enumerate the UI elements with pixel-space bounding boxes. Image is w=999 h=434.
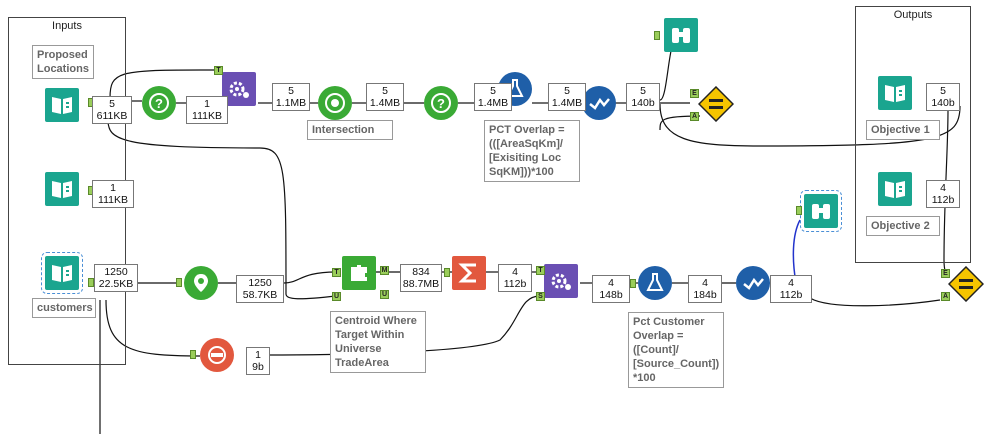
proposed-locations-note: Proposed Locations	[32, 45, 94, 79]
input-customers-tool[interactable]	[41, 252, 83, 294]
spatial-filter-tool-2[interactable]: ?	[424, 86, 458, 120]
objective1-note: Objective 1	[866, 120, 940, 140]
centroid-note: Centroid Where Target Within Universe Tr…	[330, 311, 426, 373]
sigma-icon	[458, 263, 476, 283]
anchor-t-spatial-info-2[interactable]: T	[536, 266, 545, 275]
spatial-info-tool-2[interactable]	[544, 264, 578, 298]
output-objective2-tool[interactable]	[878, 172, 912, 206]
book-icon	[885, 85, 905, 102]
output-objective1-tool[interactable]	[878, 76, 912, 110]
spatial-process-tool[interactable]	[318, 86, 352, 120]
create-points-tool[interactable]	[184, 266, 218, 300]
anchor-browse-bottom[interactable]	[796, 206, 802, 215]
select-tool-2[interactable]	[736, 266, 770, 300]
gear-icon	[229, 81, 249, 98]
binoculars-icon	[672, 28, 690, 43]
equals-icon	[948, 266, 984, 302]
anchor-summarize-in[interactable]	[444, 268, 450, 277]
formula-icon	[646, 273, 664, 291]
intersection-note: Intersection	[307, 120, 393, 140]
anchor-a-test-1[interactable]: A	[690, 112, 699, 121]
anchor-s-spatial-info-2[interactable]: S	[536, 292, 545, 301]
test-tool-2[interactable]	[948, 266, 984, 302]
inputs-container-title: Inputs	[52, 20, 82, 32]
question-icon: ?	[431, 93, 451, 113]
spatial-filter-tool-1[interactable]: ?	[142, 86, 176, 120]
book-icon	[52, 181, 72, 198]
input-existing-tool[interactable]	[45, 172, 79, 206]
anchor-m-spatial-match[interactable]: M	[380, 266, 389, 275]
book-icon	[52, 97, 72, 114]
anchor-u-spatial-match[interactable]: U	[332, 292, 341, 301]
svg-text:?: ?	[155, 96, 163, 111]
anchor-e-test-1[interactable]: E	[690, 89, 699, 98]
spatial-info-tool-1[interactable]	[222, 72, 256, 106]
spatial-match-icon	[325, 93, 345, 113]
spatial-match-tool[interactable]	[342, 256, 376, 290]
pin-icon	[194, 274, 208, 292]
binoculars-icon	[812, 204, 830, 219]
browse-tool-top[interactable]	[664, 18, 698, 52]
anchor-input-3[interactable]	[88, 278, 94, 287]
anchor-u-spatial-match-out[interactable]: U	[380, 290, 389, 299]
check-icon	[743, 277, 764, 290]
anchor-formula2-in[interactable]	[630, 279, 636, 288]
formula-icon	[506, 79, 524, 97]
anchor-e-test-2[interactable]: E	[941, 269, 950, 278]
anchor-browse-top[interactable]	[654, 31, 660, 40]
formula-tool-2[interactable]	[638, 266, 672, 300]
equals-icon	[698, 86, 734, 122]
puzzle-icon	[351, 265, 367, 281]
pct-overlap-note: PCT Overlap = (([AreaSqKm]/ [Exisiting L…	[484, 120, 580, 182]
summarize-tool[interactable]	[452, 256, 486, 290]
browse-tool-bottom[interactable]	[800, 190, 842, 232]
input-proposed-locations-tool[interactable]	[45, 88, 79, 122]
test-tool-1[interactable]	[698, 86, 734, 122]
book-icon	[885, 181, 905, 198]
book-icon	[52, 265, 72, 282]
question-icon: ?	[149, 93, 169, 113]
anchor-record-in[interactable]	[190, 350, 196, 359]
anchor-t-spatial-info-1[interactable]: T	[214, 66, 223, 75]
rows-icon	[208, 346, 226, 364]
outputs-container-title: Outputs	[893, 9, 933, 21]
anchor-t-spatial-match[interactable]: T	[332, 268, 341, 277]
customers-note: customers	[32, 298, 96, 318]
svg-text:?: ?	[437, 96, 445, 111]
anchor-a-test-2[interactable]: A	[941, 292, 950, 301]
anchor-create-points-in[interactable]	[176, 278, 182, 287]
outputs-container[interactable]: Outputs	[855, 6, 971, 263]
record-count-tool[interactable]	[200, 338, 234, 372]
check-icon	[589, 97, 610, 110]
pct-customer-note: Pct Customer Overlap = ([Count]/ [Source…	[628, 312, 724, 388]
gear-icon	[551, 273, 571, 290]
select-tool-1[interactable]	[582, 86, 616, 120]
objective2-note: Objective 2	[866, 216, 940, 236]
